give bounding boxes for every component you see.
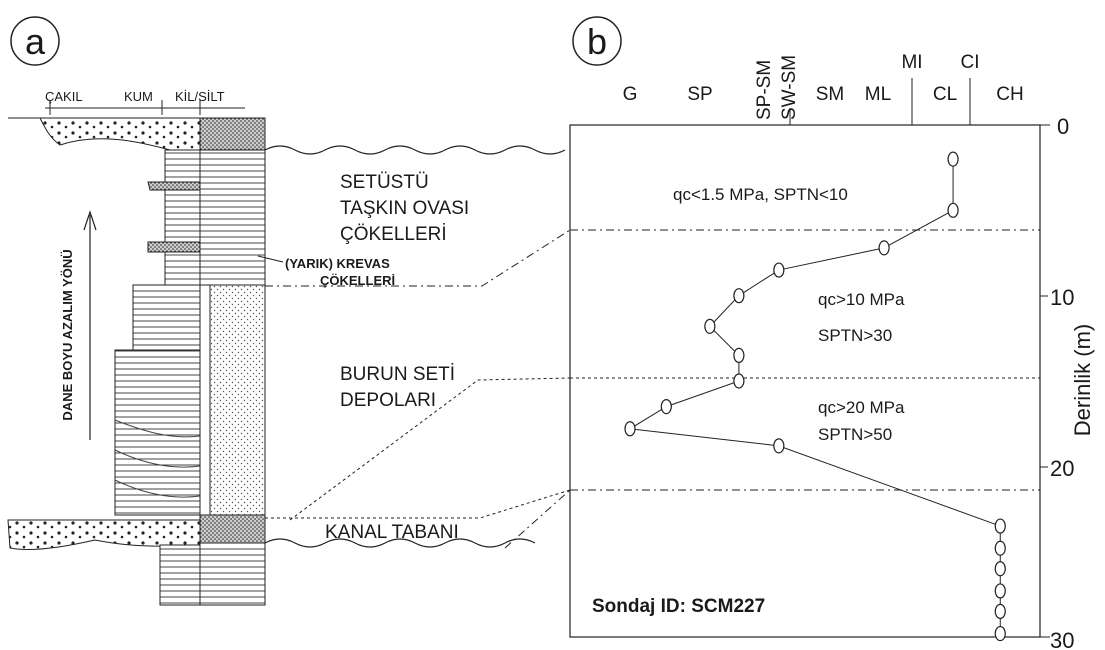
soil-class-label: CI bbox=[961, 52, 980, 73]
data-point bbox=[625, 422, 635, 436]
unit-crevasse-line1: (YARIK) KREVAS bbox=[285, 256, 390, 271]
fine-column-channel-gravel bbox=[200, 515, 265, 543]
grain-size-scale: ÇAKIL KUM KİL/SİLT bbox=[45, 89, 245, 115]
unit-floodplain-line1: SETÜSTÜ bbox=[340, 172, 429, 193]
data-point bbox=[734, 289, 744, 303]
y-axis-label: Derinlik (m) bbox=[1070, 324, 1095, 436]
grain-label-clay-silt: KİL/SİLT bbox=[175, 89, 225, 104]
data-point bbox=[995, 541, 1005, 555]
crevasse-lens-1 bbox=[148, 182, 200, 190]
levee-lower bbox=[115, 350, 200, 515]
data-point bbox=[995, 627, 1005, 641]
panel-a-letter: a bbox=[25, 21, 46, 62]
data-point bbox=[734, 374, 744, 388]
depth-axis: 0 10 20 30 Derinlik (m) bbox=[1040, 114, 1095, 650]
zone-label-3-line1: qc>20 MPa bbox=[818, 398, 905, 417]
data-point bbox=[948, 152, 958, 166]
data-point bbox=[948, 203, 958, 217]
grain-label-gravel: ÇAKIL bbox=[45, 89, 83, 104]
floodplain-strata bbox=[165, 150, 200, 285]
soil-class-label: SP-SM bbox=[754, 60, 775, 120]
data-point bbox=[774, 263, 784, 277]
ytick-20: 20 bbox=[1050, 456, 1074, 481]
unit-levee-line1: BURUN SETİ bbox=[340, 364, 455, 385]
data-point bbox=[995, 604, 1005, 618]
soil-class-label: ML bbox=[865, 84, 891, 105]
zone-label-1: qc<1.5 MPa, SPTN<10 bbox=[673, 185, 848, 204]
top-gravel-lens bbox=[40, 118, 200, 150]
data-point bbox=[995, 562, 1005, 576]
correlation-line-4 bbox=[505, 490, 570, 548]
data-point bbox=[995, 519, 1005, 533]
ytick-30: 30 bbox=[1050, 628, 1074, 650]
ytick-0: 0 bbox=[1057, 114, 1069, 139]
zone-label-2-line2: SPTN>30 bbox=[818, 326, 892, 345]
zone-label-3-line2: SPTN>50 bbox=[818, 425, 892, 444]
panel-a: a ÇAKIL KUM KİL/SİLT bbox=[8, 17, 570, 605]
data-point bbox=[774, 439, 784, 453]
data-point bbox=[995, 584, 1005, 598]
grain-label-sand: KUM bbox=[124, 89, 153, 104]
soil-class-label: G bbox=[623, 84, 638, 105]
data-point bbox=[661, 400, 671, 414]
soil-class-label: CL bbox=[933, 84, 957, 105]
unit-floodplain-line2: TAŞKIN OVASI bbox=[340, 198, 469, 219]
fine-column-sand bbox=[210, 285, 265, 515]
levee-upper bbox=[133, 285, 200, 350]
base-strata bbox=[160, 545, 200, 605]
data-series bbox=[625, 152, 1005, 640]
data-point bbox=[705, 319, 715, 333]
ytick-10: 10 bbox=[1050, 285, 1074, 310]
erosion-surface-top bbox=[265, 146, 565, 154]
zone-label-2-line1: qc>10 MPa bbox=[818, 290, 905, 309]
data-point bbox=[734, 348, 744, 362]
unit-levee-line2: DEPOLARI bbox=[340, 390, 436, 411]
soil-class-label: CH bbox=[996, 84, 1023, 105]
soil-class-label: SM bbox=[816, 84, 845, 105]
unit-floodplain-line3: ÇÖKELLERİ bbox=[340, 224, 447, 245]
fining-upward-label: DANE BOYU AZALIM YÖNÜ bbox=[60, 249, 75, 420]
fine-column-base bbox=[200, 543, 265, 605]
borehole-id: Sondaj ID: SCM227 bbox=[592, 596, 765, 617]
crevasse-lens-2 bbox=[148, 242, 200, 252]
soil-class-label: MI bbox=[901, 52, 922, 73]
unit-channel-base: KANAL TABANI bbox=[325, 522, 459, 543]
fine-column-laminated bbox=[200, 150, 265, 285]
panel-b-letter: b bbox=[587, 21, 607, 62]
soil-class-label: SP bbox=[687, 84, 712, 105]
fine-column-top-dots bbox=[200, 118, 265, 150]
data-point bbox=[879, 241, 889, 255]
